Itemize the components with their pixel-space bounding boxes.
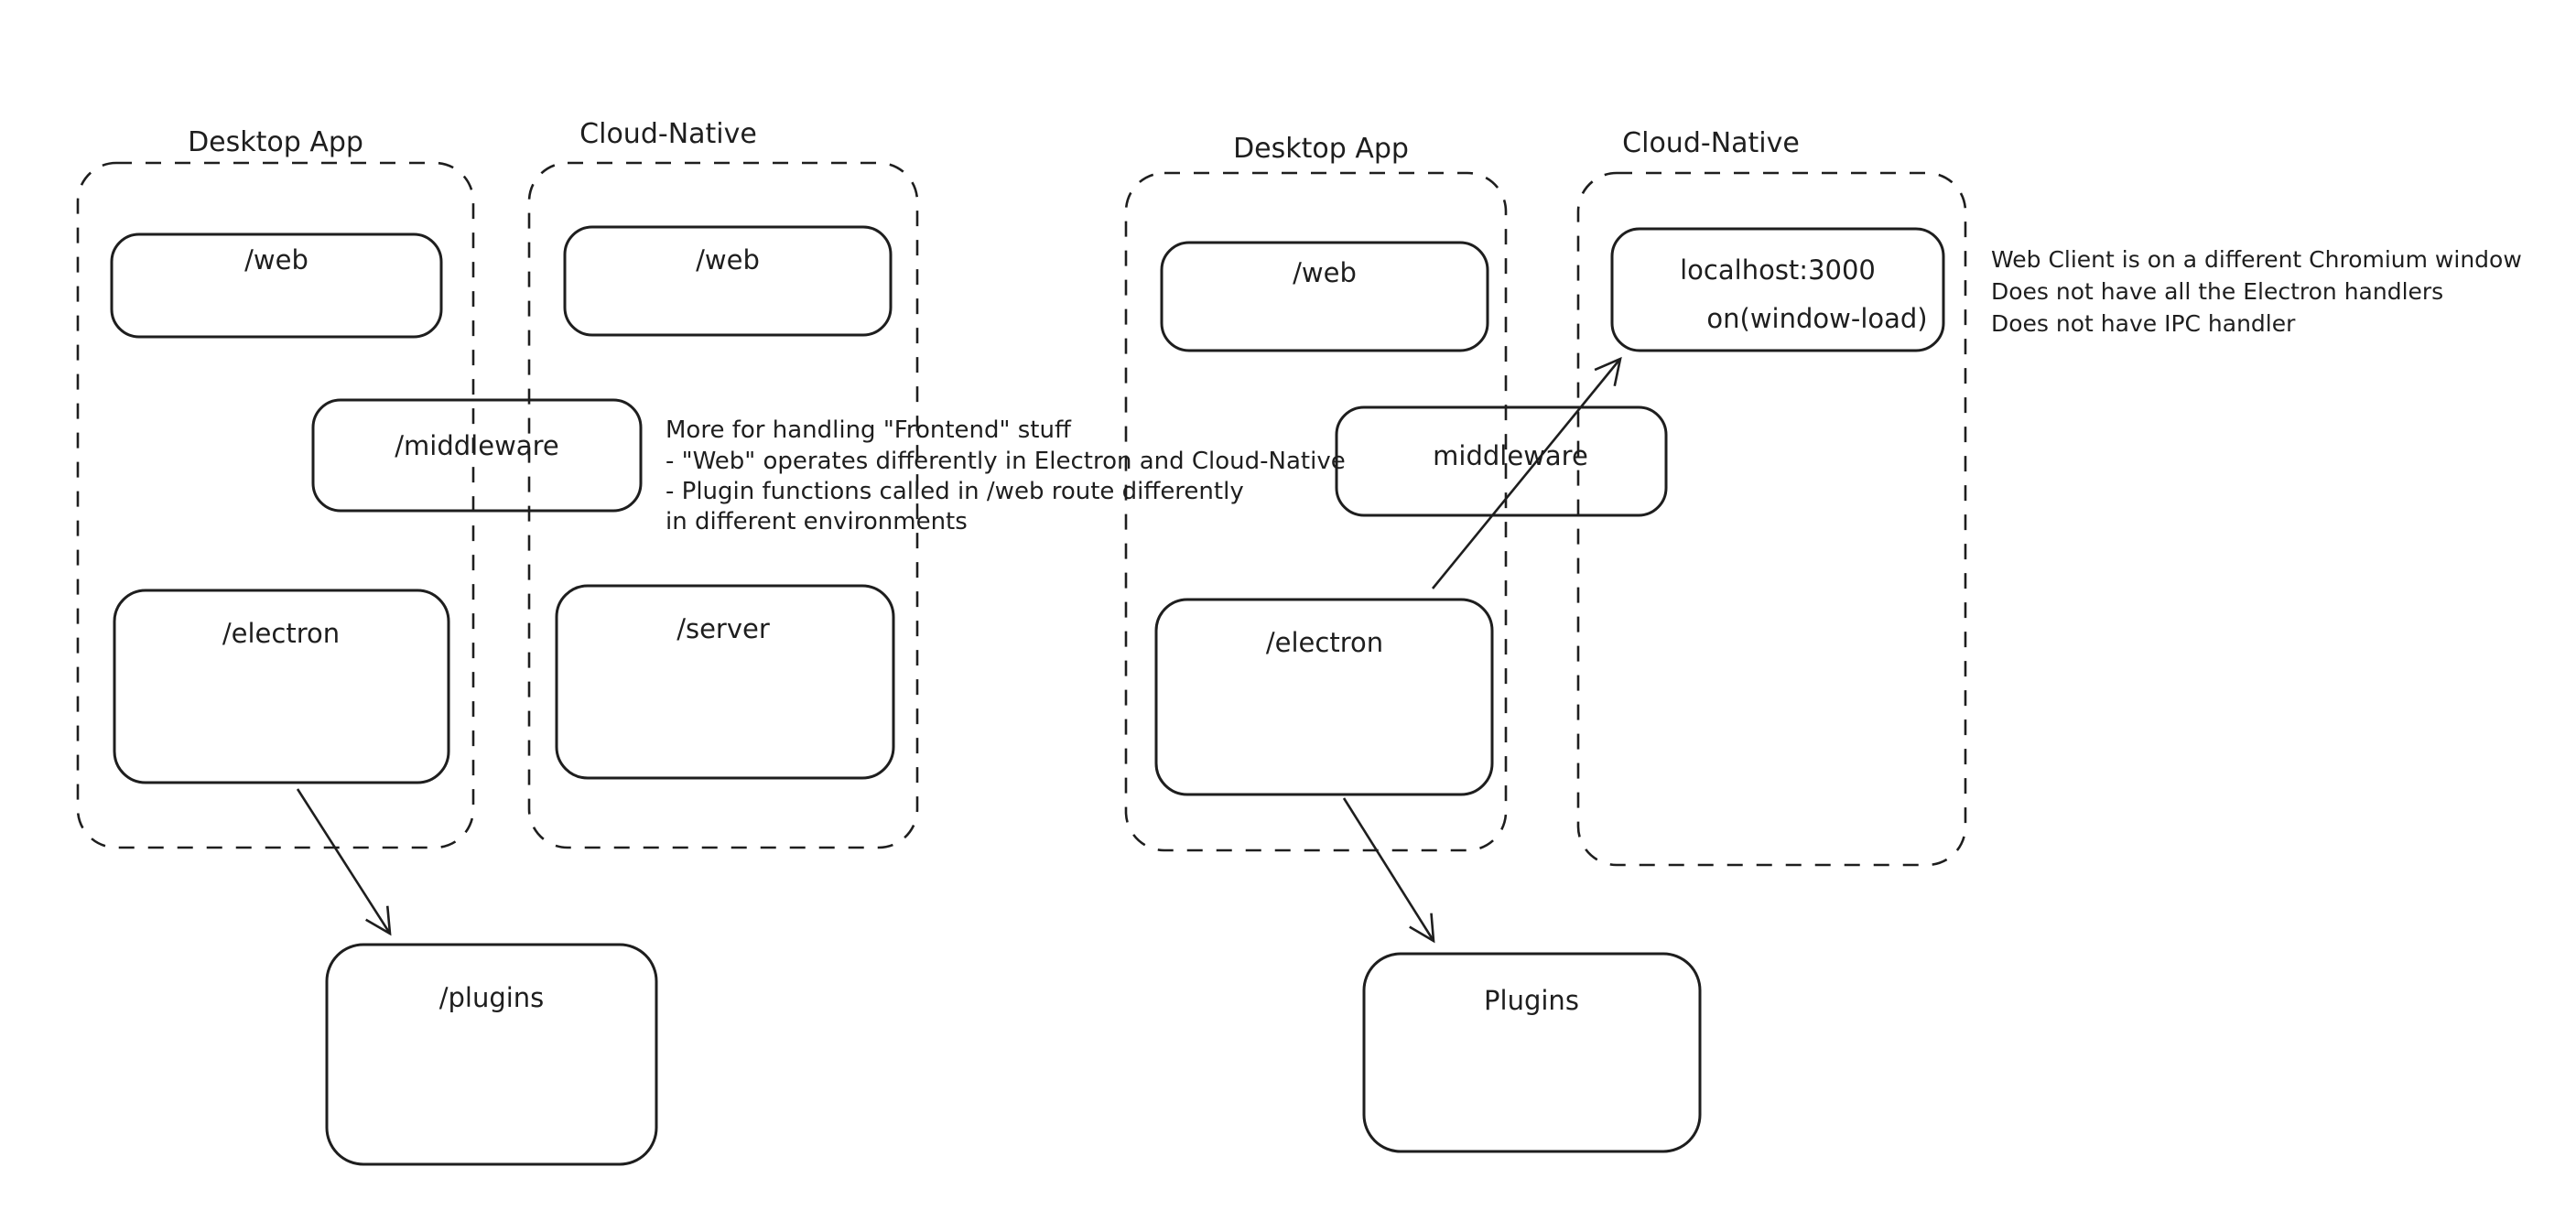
right-plugins-box [1362, 952, 1702, 1153]
left-cloud-web-box [563, 225, 893, 337]
right-middleware-box [1335, 405, 1668, 517]
left-desktop-web-box [110, 232, 443, 339]
right-electron-to-localhost-arrow [1431, 356, 1622, 589]
right-on-window-load-label: on(window-load) [1706, 303, 1927, 334]
green-note-line-2: - "Web" operates differently in Electron… [666, 448, 1346, 475]
left-cloud-native-container [527, 161, 919, 849]
red-note-line-1: Web Client is on a different Chromium wi… [1991, 246, 2522, 273]
red-note-line-3: Does not have IPC handler [1991, 310, 2296, 337]
left-middleware-label: /middleware [395, 430, 558, 461]
right-desktop-app-container [1124, 171, 1508, 852]
left-cloud-web-label: /web [696, 244, 760, 276]
left-cloud-native-label: Cloud-Native [579, 118, 757, 150]
right-cloud-native-label: Cloud-Native [1622, 127, 1800, 159]
left-server-box [555, 584, 895, 780]
left-server-label: /server [676, 613, 770, 644]
right-cloud-native-container [1576, 171, 1967, 867]
green-note-line-4: in different environments [666, 508, 968, 535]
right-plugins-label: Plugins [1484, 985, 1579, 1016]
left-plugins-box [325, 943, 658, 1166]
left-desktop-app-container [76, 161, 475, 849]
green-note-line-1: More for handling "Frontend" stuff [666, 416, 1072, 444]
right-desktop-app-label: Desktop App [1233, 133, 1409, 165]
right-localhost-box [1610, 227, 1945, 352]
green-note-line-3: - Plugin functions called in /web route … [666, 478, 1244, 505]
left-desktop-app-label: Desktop App [188, 126, 363, 158]
left-desktop-web-label: /web [244, 244, 308, 276]
red-note-line-2: Does not have all the Electron handlers [1991, 278, 2443, 305]
right-desktop-web-box [1160, 241, 1489, 352]
left-plugins-label: /plugins [439, 982, 545, 1013]
right-electron-label: /electron [1266, 627, 1383, 658]
right-localhost-label: localhost:3000 [1680, 254, 1876, 286]
right-red-note: Web Client is on a different Chromium wi… [1991, 246, 2522, 337]
left-diagram: Desktop App Cloud-Native /web /web /midd… [76, 118, 1346, 1166]
right-diagram: Desktop App Cloud-Native /web localhost:… [1124, 127, 2522, 1153]
right-electron-to-plugins-arrow [1342, 797, 1435, 944]
left-green-note: More for handling "Frontend" stuff - "We… [666, 416, 1346, 535]
left-electron-box [113, 589, 450, 784]
right-middleware-label: middleware [1433, 440, 1588, 471]
left-electron-label: /electron [222, 618, 340, 649]
left-electron-to-plugins-arrow [296, 788, 392, 936]
left-middleware-box [311, 398, 643, 513]
right-electron-box [1154, 598, 1494, 796]
right-desktop-web-label: /web [1293, 257, 1357, 288]
